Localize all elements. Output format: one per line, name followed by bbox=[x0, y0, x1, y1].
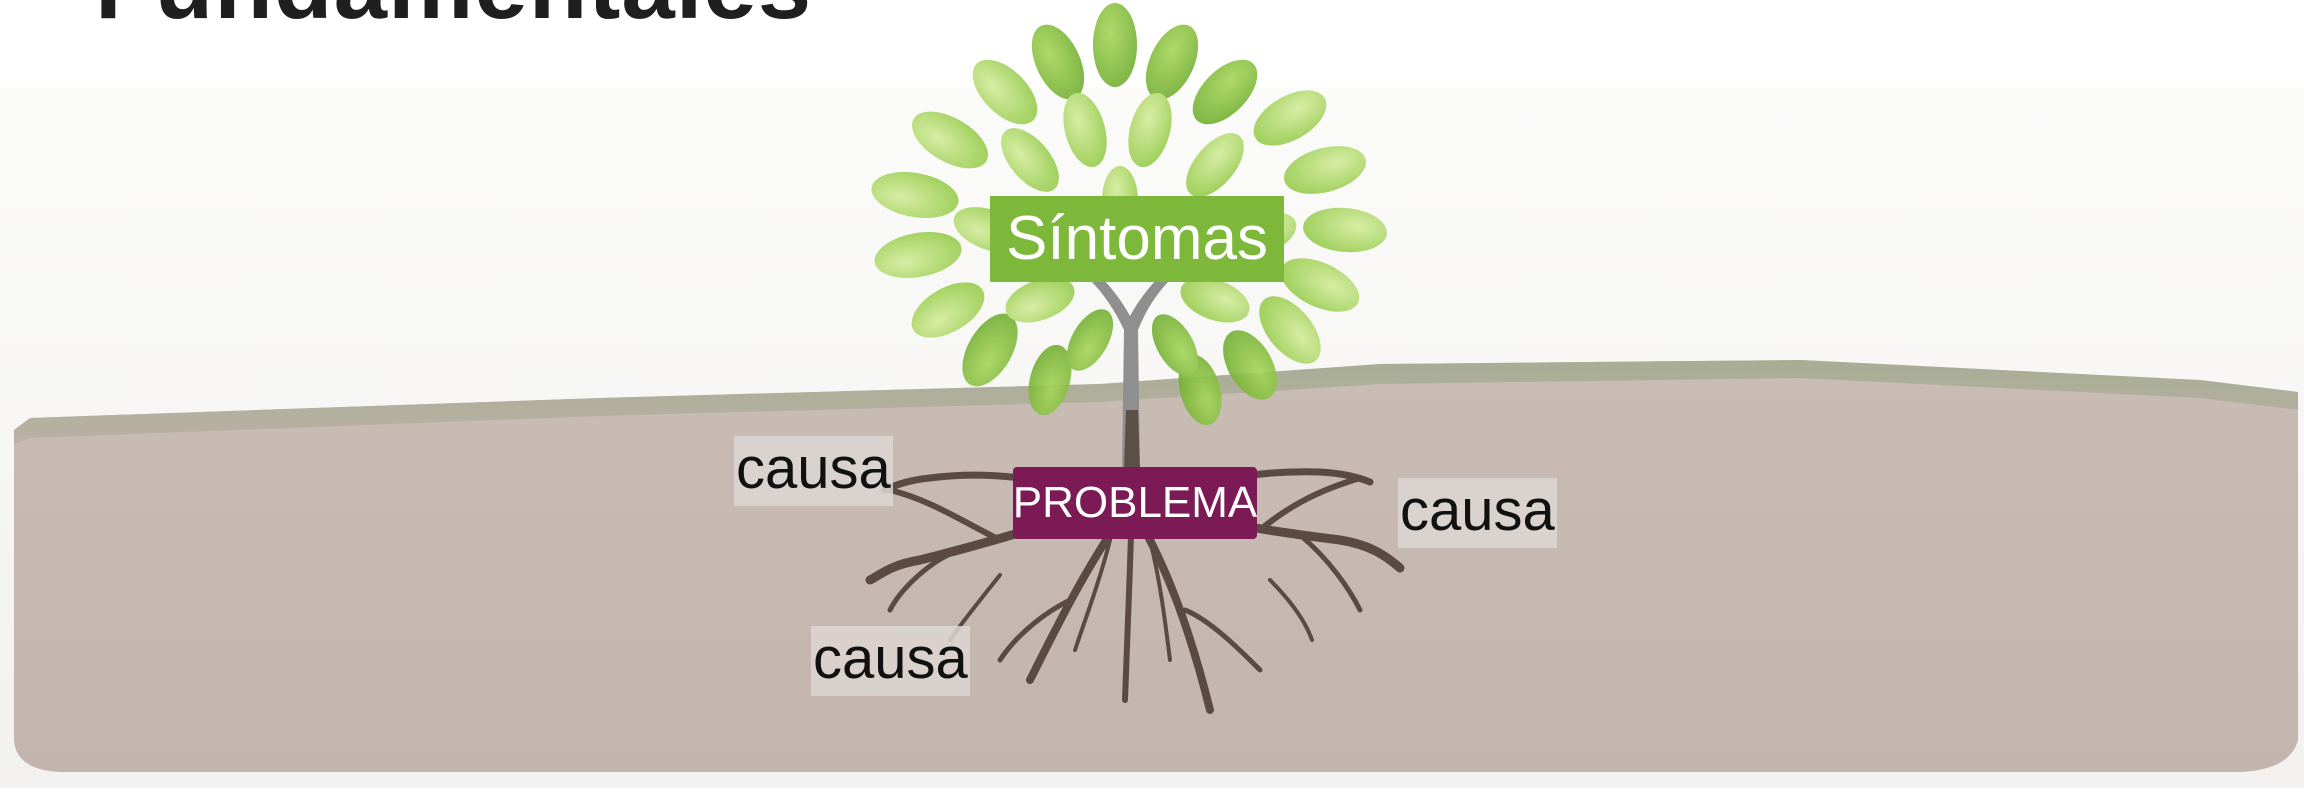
tree-trunk bbox=[1090, 276, 1170, 470]
symptoms-label: Síntomas bbox=[990, 196, 1284, 282]
page-title: Fundamentales bbox=[95, 0, 812, 34]
cause-label-left: causa bbox=[734, 436, 893, 506]
cause-label-right: causa bbox=[1398, 478, 1557, 548]
problem-label: PROBLEMA bbox=[1013, 467, 1257, 539]
cause-label-bottom: causa bbox=[811, 626, 970, 696]
tree-crown bbox=[871, 3, 1387, 426]
